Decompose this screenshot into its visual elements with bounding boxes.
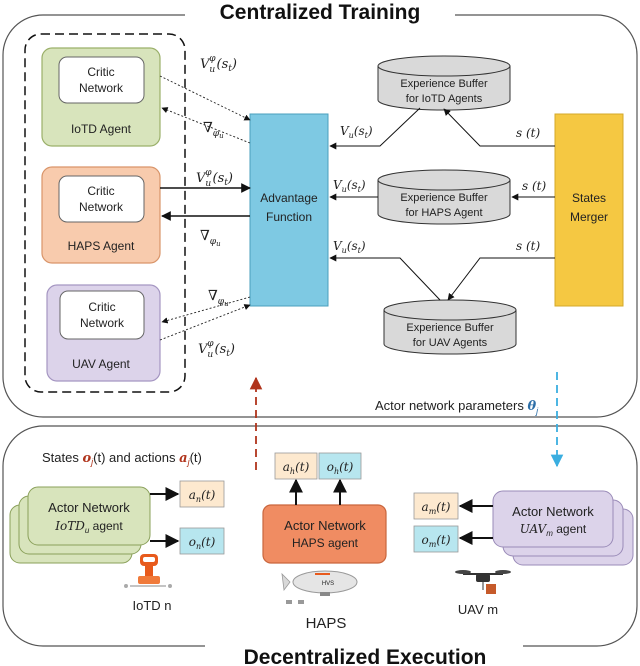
svg-text:∇φu: ∇φu [200,228,221,248]
arrow-uav-value [159,304,251,341]
iotd-actor-box [27,486,151,546]
label-vu-1: Vu(st) [340,124,373,140]
iotd-robot-icon [124,554,172,588]
arrow-merger-to-buffer-uav [447,257,555,301]
svg-text:Vu(st): Vu(st) [333,178,366,194]
haps-critic-network-box [58,175,145,223]
iotd-agent-label: IoTD Agent [71,122,132,136]
iotd-obs-label: on(t) [189,535,216,551]
haps-obs-box [318,452,362,480]
label-vu-3: Vu(st) [333,239,366,255]
arrow-uav-grad [161,296,251,324]
svg-text:Vu(st): Vu(st) [340,124,373,140]
haps-device-label: HAPS [306,615,347,632]
uav-obs-box [413,525,459,553]
arrow-buffer-uav-to-adv [329,254,441,301]
svg-text:Vuφ(st): Vuφ(st) [200,54,237,75]
uav-obs-label: om(t) [421,533,450,549]
uav-action-box [413,492,459,520]
svg-text:Vu(st): Vu(st) [333,239,366,255]
actor-params-label: Actor network parameters θj [375,398,539,416]
haps-action-label: ah(t) [283,460,310,476]
svg-text:States oj(t) and actions aj(t): States oj(t) and actions aj(t) [42,450,202,467]
uav-action-label: am(t) [422,500,451,516]
uav-critic-network-box [59,290,145,340]
iotd-actor-title: Actor Network [48,500,130,515]
iotd-action-box [179,480,225,508]
haps-action-box [274,452,318,480]
svg-text:Actor network parameters θj: Actor network parameters θj [375,398,539,416]
label-grad-1: ∇φu [203,120,224,140]
label-grad-3: ∇φu [208,288,229,308]
actor-uav: Actor Network UAVm agent [492,490,634,566]
haps-obs-label: oh(t) [327,460,354,476]
uav-agent-label: UAV Agent [72,357,130,371]
haps-airship-icon: HVS [281,570,358,604]
uav-actor-sub: UAVm agent [520,522,587,538]
svg-text:∇φu: ∇φu [203,120,224,140]
haps-actor-sub: HAPS agent [292,536,359,550]
advantage-function-box [249,113,329,307]
uav-drone-icon [455,570,511,594]
iotd-device-label: IoTD n [132,598,171,613]
iotd-obs-box [179,527,225,555]
label-grad-2: ∇φu [200,228,221,248]
label-st-2: s (t) [522,179,546,193]
haps-actor-box [262,504,387,564]
label-st-3: s (t) [516,239,540,253]
label-v-phi-3: Vuφ(st) [198,339,235,360]
uav-device-label: UAV m [458,602,498,617]
decentralized-execution-title: Decentralized Execution [244,646,487,666]
haps-actor-title: Actor Network [284,518,366,533]
svg-text:Vuφ(st): Vuφ(st) [196,168,233,189]
haps-agent-label: HAPS Agent [68,239,135,253]
label-st-1: s (t) [516,126,540,140]
uav-actor-title: Actor Network [512,504,594,519]
iotd-action-label: an(t) [189,488,216,504]
actor-iotd: Actor Network IoTDu agent [9,486,151,564]
critic-group-frame [24,33,186,393]
uav-actor-box [492,490,614,548]
states-merger-box [554,113,624,307]
svg-text:HVS: HVS [322,581,334,587]
states-actions-label: States oj(t) and actions aj(t) [42,450,202,467]
svg-text:∇φu: ∇φu [208,288,229,308]
svg-text:Vuφ(st): Vuφ(st) [198,339,235,360]
arrow-iotd-value [159,75,251,121]
centralized-training-title: Centralized Training [220,1,421,24]
iotd-critic-network-box [58,56,145,104]
label-v-phi-2: Vuφ(st) [196,168,233,189]
iotd-actor-sub: IoTDu agent [54,519,123,535]
label-vu-2: Vu(st) [333,178,366,194]
label-v-phi-1: Vuφ(st) [200,54,237,75]
arrow-buffer-iotd-to-adv [329,107,421,150]
arrow-merger-to-buffer-iotd [443,108,555,147]
